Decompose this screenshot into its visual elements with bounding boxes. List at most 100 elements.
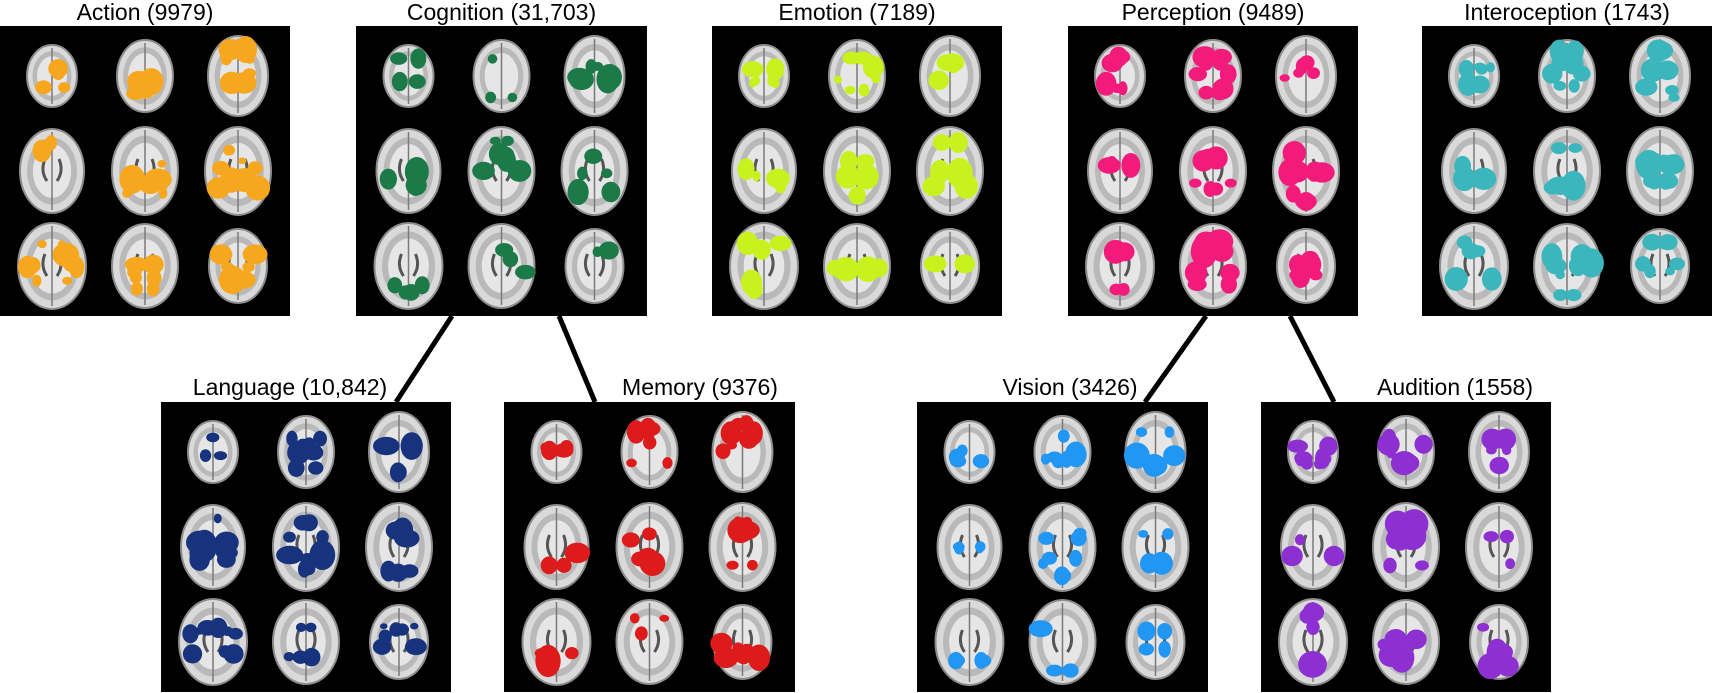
activation-blob [1285,185,1301,203]
activation-blob [1565,288,1582,302]
brain-slices-vision [934,411,1190,686]
activation-blob [1485,62,1495,73]
activation-blob [1062,663,1079,678]
brain-slice [272,502,340,592]
brain-slice [1287,420,1339,484]
activation-blob [540,556,558,575]
activation-blob [1122,157,1134,168]
activation-blob [1157,623,1173,640]
activation-blob [1323,545,1345,567]
activation-blob [410,622,419,630]
activation-blob [387,277,403,294]
activation-blob [228,627,243,640]
activation-blob [1137,621,1156,641]
activation-blob [853,163,879,190]
brain-slice [1179,223,1247,309]
activation-blob [1203,180,1217,198]
activation-blob [157,159,167,168]
activation-blob [1114,242,1135,262]
activation-blob [35,80,52,95]
activation-blob [736,231,759,256]
activation-blob [1187,277,1207,292]
brain-slice [375,128,442,214]
activation-blob [1555,270,1565,280]
activation-blob [1642,233,1662,251]
brain-slice [467,126,536,216]
activation-blob [769,235,792,252]
activation-blob [592,246,603,258]
activation-blob [216,551,236,568]
activation-blob [1658,234,1678,251]
panel-title-action: Action (9979) [76,0,214,25]
activation-blob [634,626,648,641]
activation-blob [642,527,657,541]
brain-slices-action [17,35,272,310]
activation-blob [835,164,860,189]
brain-slice [564,228,625,304]
activation-blob [1112,49,1131,64]
activation-blob [501,135,514,146]
activation-blob [182,644,203,664]
activation-blob [223,144,236,156]
activation-blob [1665,85,1679,96]
activation-blob [553,443,574,458]
brain-slice [178,598,248,686]
brain-slice [1448,44,1500,108]
brain-slice [823,126,891,216]
activation-blob [956,444,968,457]
activation-blob [394,529,420,548]
activation-blob [585,59,598,74]
brain-slice [828,39,886,113]
activation-blob [1307,67,1320,79]
activation-blob [1040,453,1051,465]
activation-blob [1389,642,1415,673]
activation-blob [1296,192,1316,211]
activation-blob [541,440,558,461]
activation-blob [58,82,71,93]
activation-blob [1643,174,1660,188]
activation-blob [626,420,646,444]
activation-blob [1068,549,1083,567]
activation-blob [37,240,47,249]
activation-blob [1542,63,1563,84]
activation-blob [142,254,164,275]
activation-blob [584,148,603,165]
brain-slice [711,411,774,493]
activation-blob [1138,642,1155,656]
activation-blob [245,175,271,201]
brain-slice [936,504,1003,590]
activation-blob [1568,143,1583,153]
activation-blob [1499,431,1510,444]
brain-slice [369,604,429,680]
activation-blob [1635,152,1657,171]
activation-blob [373,436,400,456]
brain-slice [208,228,268,304]
brain-slice [1272,126,1340,216]
activation-blob [848,187,865,204]
activation-blob [974,652,989,669]
activation-blob [1669,257,1685,271]
activation-blob [472,161,495,181]
brain-slice [943,420,996,484]
brain-slice [708,502,777,592]
activation-blob [1117,81,1128,96]
brain-slice [204,126,272,216]
brain-slice [560,126,629,216]
activation-blob [1162,528,1174,540]
activation-blob [1057,429,1070,443]
activation-blob [404,638,427,656]
activation-blob [388,563,408,582]
activation-blob [767,74,777,87]
activation-blob [1282,141,1306,165]
activation-blob [1377,638,1389,651]
activation-blob [213,451,228,461]
activation-blob [1301,250,1319,266]
brain-slice [1538,39,1596,113]
panel-title-cognition: Cognition (31,703) [406,0,597,25]
activation-blob [858,83,870,97]
activation-blob [119,164,146,194]
activation-blob [199,449,212,462]
activation-blob [1444,267,1468,291]
activation-blob [766,58,785,81]
brain-slice [1087,128,1153,214]
